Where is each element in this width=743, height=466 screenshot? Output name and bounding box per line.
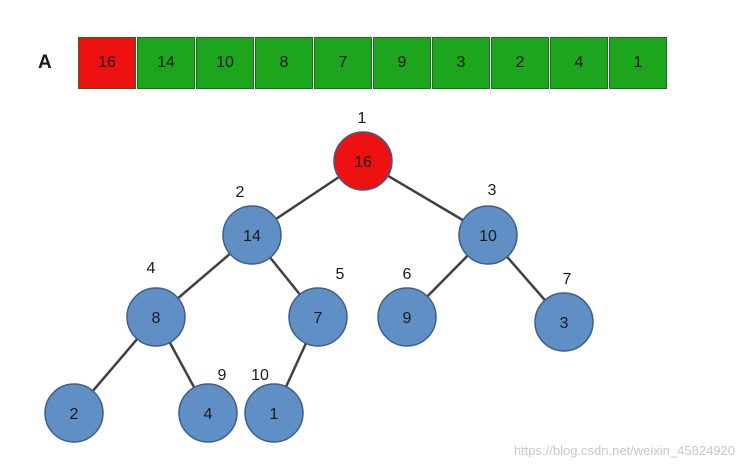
array-label: A [38,52,52,73]
tree-node: 96 [377,266,437,347]
node-value: 1 [270,406,279,423]
node-index-label: 2 [236,184,245,201]
node-circle [534,292,594,352]
node-circle [244,383,304,443]
node-circle [333,131,393,191]
array-cell: 14 [137,37,195,89]
array-cell: 16 [78,37,136,89]
node-circle [178,383,238,443]
tree-node: 84 [126,260,186,347]
node-circle [44,383,104,443]
array-cell: 1 [609,37,667,89]
array-cell: 8 [255,37,313,89]
node-value: 4 [204,406,213,423]
array-cell: 7 [314,37,372,89]
tree-node: 1 10 [244,367,304,443]
tree-node: 16 1 [333,110,393,191]
node-value: 2 [70,406,79,423]
node-circle [222,205,282,265]
node-index-label: 3 [488,182,497,199]
node-index-label: 10 [251,367,269,384]
array-cell: 9 [373,37,431,89]
tree-node: 75 [288,266,348,347]
node-index-label: 9 [218,367,227,384]
node-circle [126,287,186,347]
node-value: 10 [479,228,497,245]
node-value: 8 [152,310,161,327]
tree-node: 10 3 [458,182,518,265]
node-circle [288,287,348,347]
array-cell: 3 [432,37,490,89]
node-circle [377,287,437,347]
tree-node: 14 2 [222,184,282,265]
node-index-label: 4 [147,260,156,277]
array-cell: 2 [491,37,549,89]
node-circle [458,205,518,265]
node-value: 14 [243,228,261,245]
node-value: 3 [560,315,569,332]
node-value: 16 [354,154,372,171]
node-value: 9 [403,310,412,327]
tree-node: 2 [44,383,104,443]
array-cell: 4 [550,37,608,89]
node-index-label: 1 [358,110,367,127]
node-index-label: 5 [336,266,345,283]
tree-node: 37 [534,271,594,352]
node-index-label: 6 [403,266,412,283]
tree-node: 49 [178,367,238,443]
node-index-label: 7 [563,271,572,288]
array-cell: 10 [196,37,254,89]
node-value: 7 [314,310,323,327]
watermark: https://blog.csdn.net/weixin_45824920 [513,443,735,458]
